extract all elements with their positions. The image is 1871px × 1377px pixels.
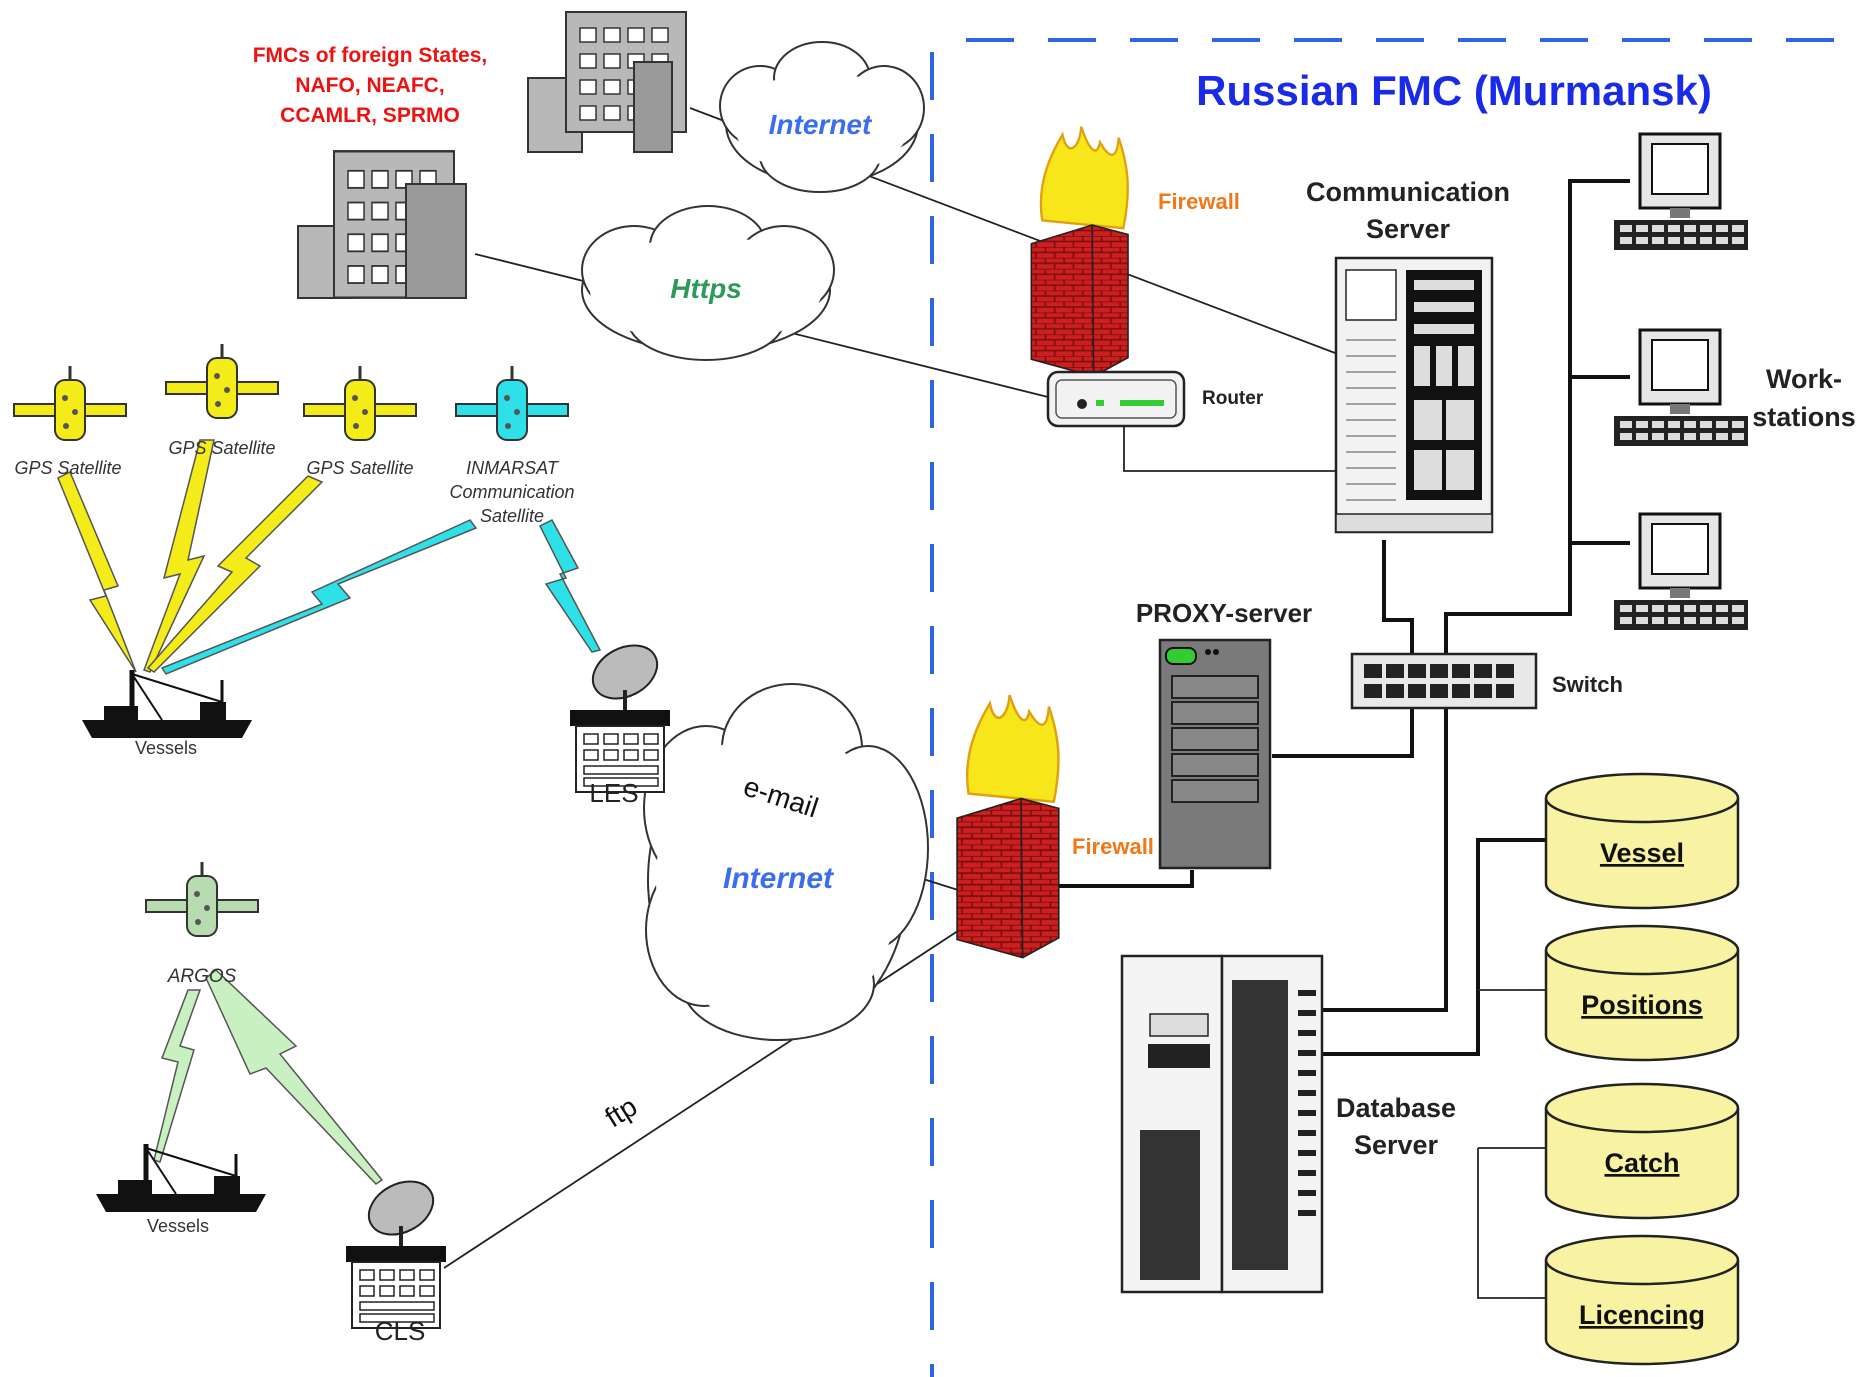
thick-links [1057,179,1630,1056]
router-label: Router [1202,388,1264,409]
db-positions-icon [1544,924,1740,1062]
communication-server-label-2: Server [1366,214,1451,244]
foreign-fmcs-label: FMCs of foreign States, NAFO, NEAFC, CCA… [253,44,488,127]
internet-mid-label: Internet [723,862,835,895]
foreign-fmcs-line-3: CCAMLR, SPRMO [280,104,460,127]
switch-label: Switch [1552,672,1623,697]
vessel-top-icon [82,670,252,738]
db-catch-label: Catch [1604,1148,1679,1178]
inmarsat-vessel-bolt [160,519,478,675]
database-server-label-2: Server [1354,1130,1439,1160]
firewall-bottom-label: Firewall [1072,834,1154,859]
foreign-fmcs-line-2: NAFO, NEAFC, [295,74,444,97]
gps-satellite-1-icon [12,364,128,442]
proxy-server-label: PROXY-server [1136,598,1312,628]
firewall-top-icon [1030,125,1130,378]
vessel-bottom-icon [96,1144,266,1212]
db-licencing-label: Licencing [1579,1300,1705,1330]
https-label: Https [670,273,742,304]
internet-top-label: Internet [769,109,873,140]
gps-satellite-3-label: GPS Satellite [306,458,413,478]
workstation-1-icon [1612,132,1750,252]
les-station-icon [568,632,672,794]
argos-vessel-bolt [153,989,202,1163]
inmarsat-satellite-icon [454,364,570,442]
inmarsat-label-line-1: INMARSAT [466,458,560,478]
communication-server-icon [1334,256,1494,534]
db-links [1477,989,1546,1299]
db-vessel-label: Vessel [1600,838,1684,868]
ftp-link-label: ftp [600,1091,643,1134]
cls-label: CLS [375,1316,426,1346]
database-server-icon [1120,954,1324,1294]
gps-satellite-2-icon [164,342,280,420]
argos-satellite-icon [144,860,260,938]
gps-signal-bolts [57,439,324,673]
vessels-bottom-label: Vessels [147,1216,209,1236]
foreign-fmc-building-top [527,11,687,153]
internet-cloud-mid [643,683,929,1041]
https-cloud [581,205,835,361]
firewall-bottom-icon [955,693,1060,959]
firewall-top-label: Firewall [1158,189,1240,214]
router-icon [1046,370,1186,428]
gps-satellite-1-label: GPS Satellite [14,458,121,478]
proxy-server-icon [1158,638,1272,870]
foreign-fmc-building-bottom [297,150,467,299]
workstations-label-2: stations [1752,402,1856,432]
gps-satellite-3-icon [302,364,418,442]
workstation-3-icon [1612,512,1750,632]
les-label: LES [589,778,638,808]
gps-satellite-2-label: GPS Satellite [168,438,275,458]
page-title: Russian FMC (Murmansk) [1196,67,1712,114]
workstations-label-1: Work- [1766,364,1842,394]
db-positions-label: Positions [1581,990,1703,1020]
switch-icon [1350,652,1538,710]
argos-cls-bolt [205,969,384,1185]
db-licencing-icon [1544,1234,1740,1366]
inmarsat-les-bolt [538,519,602,653]
database-server-label-1: Database [1336,1093,1456,1123]
inmarsat-label-line-2: Communication [449,482,574,502]
db-catch-icon [1544,1082,1740,1220]
foreign-fmcs-line-1: FMCs of foreign States, [253,44,488,67]
cls-station-icon [344,1168,448,1330]
communication-server-label-1: Communication [1306,177,1510,207]
workstation-2-icon [1612,328,1750,448]
vessels-top-label: Vessels [135,738,197,758]
inmarsat-label-line-3: Satellite [480,506,544,526]
db-vessel-icon [1544,772,1740,910]
internet-cloud-top [719,41,925,193]
argos-label: ARGOS [167,966,237,987]
